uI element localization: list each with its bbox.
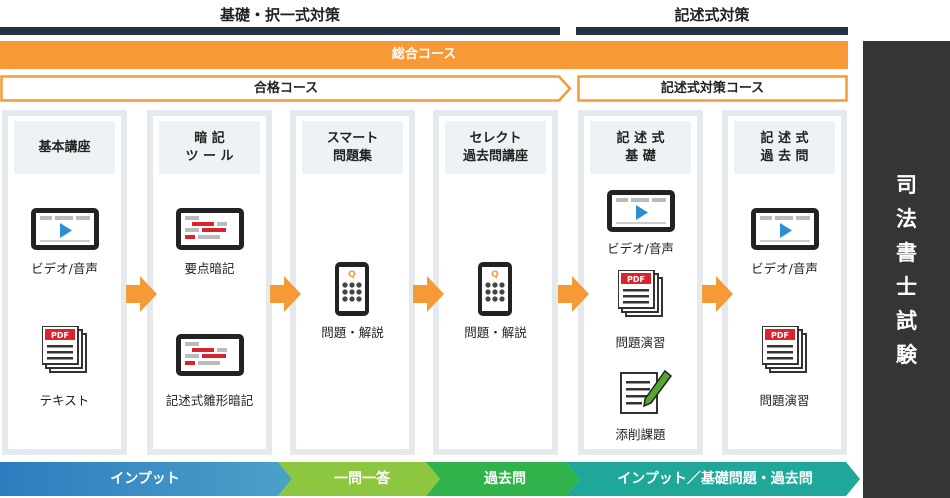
item-label: 添削課題 xyxy=(615,427,666,442)
item-label: ビデオ/音声 xyxy=(607,241,674,256)
item-label: ビデオ/音声 xyxy=(31,261,98,276)
item-label: 要点暗記 xyxy=(184,261,235,276)
gokaku-course-bar: 合格コース xyxy=(0,75,572,102)
section-title-written: 記述式対策 xyxy=(674,6,750,24)
stage-bar-shapes xyxy=(0,462,860,496)
svg-text:Q: Q xyxy=(348,270,356,280)
flow-arrow-icon xyxy=(126,276,157,312)
smartphone-quiz-icon: Q xyxy=(478,262,512,320)
column-title: 暗 記 ツ ー ル xyxy=(159,121,260,174)
column-title: 記 述 式 基 礎 xyxy=(590,121,691,174)
column-basic-lecture: 基本講座 xyxy=(2,110,127,455)
video-player-icon xyxy=(751,208,819,254)
section-title-basic: 基礎・択一式対策 xyxy=(219,6,340,24)
flow-arrow-icon xyxy=(270,276,301,312)
memorization-tablet-icon xyxy=(176,334,244,380)
section-bar-basic xyxy=(0,27,560,35)
kijutsu-course-label: 記述式対策コース xyxy=(660,81,765,96)
item-label: 問題演習 xyxy=(615,335,666,350)
kijutsu-course-bar: 記述式対策コース xyxy=(577,75,848,102)
video-player-icon xyxy=(607,190,675,236)
exam-title-text: 司 法 書 士 試 験 xyxy=(896,172,917,367)
item-label: ビデオ/音声 xyxy=(751,261,818,276)
stage-input: インプット xyxy=(110,471,180,487)
column-title: セレクト 過去問講座 xyxy=(445,121,546,174)
item-label: 記述式雛形暗記 xyxy=(165,393,254,408)
svg-text:PDF: PDF xyxy=(627,275,645,284)
section-bar-written xyxy=(576,27,848,35)
flow-arrow-icon xyxy=(558,276,589,312)
memorization-tablet-icon xyxy=(176,208,244,254)
gokaku-course-outline xyxy=(0,75,572,102)
svg-text:PDF: PDF xyxy=(51,331,69,340)
item-label: 問題・解説 xyxy=(464,325,527,340)
column-title: 記 述 式 過 去 問 xyxy=(734,121,835,174)
sogo-course-bar: 総合コース xyxy=(0,41,848,69)
column-written-past-exam: 記 述 式 過 去 問 xyxy=(722,110,847,455)
flow-arrow-icon xyxy=(702,276,733,312)
correction-paper-icon xyxy=(619,365,673,419)
stage-one-question: 一問一答 xyxy=(334,471,390,487)
item-label: 問題・解説 xyxy=(321,325,384,340)
column-title: 基本講座 xyxy=(14,121,115,174)
stage-written-input: インプット／基礎問題・過去問 xyxy=(617,471,813,487)
flow-arrow-icon xyxy=(413,276,444,312)
kijutsu-course-outline xyxy=(577,75,848,102)
video-player-icon xyxy=(31,208,99,254)
pdf-document-icon: PDF xyxy=(617,269,664,322)
svg-text:PDF: PDF xyxy=(771,331,789,340)
pdf-document-icon: PDF xyxy=(41,325,88,378)
gokaku-course-label: 合格コース xyxy=(253,81,319,96)
stage-past-exam: 過去問 xyxy=(484,471,526,487)
exam-title-vertical: 司 法 書 士 試 験 xyxy=(863,41,950,498)
column-memory-tool: 暗 記 ツ ー ル xyxy=(147,110,272,455)
column-title: スマート 問題集 xyxy=(302,121,403,174)
item-label: 問題演習 xyxy=(759,393,810,408)
svg-text:Q: Q xyxy=(491,270,499,280)
pdf-document-icon: PDF xyxy=(761,325,808,378)
smartphone-quiz-icon: Q xyxy=(335,262,369,320)
item-label: テキスト xyxy=(39,393,90,408)
